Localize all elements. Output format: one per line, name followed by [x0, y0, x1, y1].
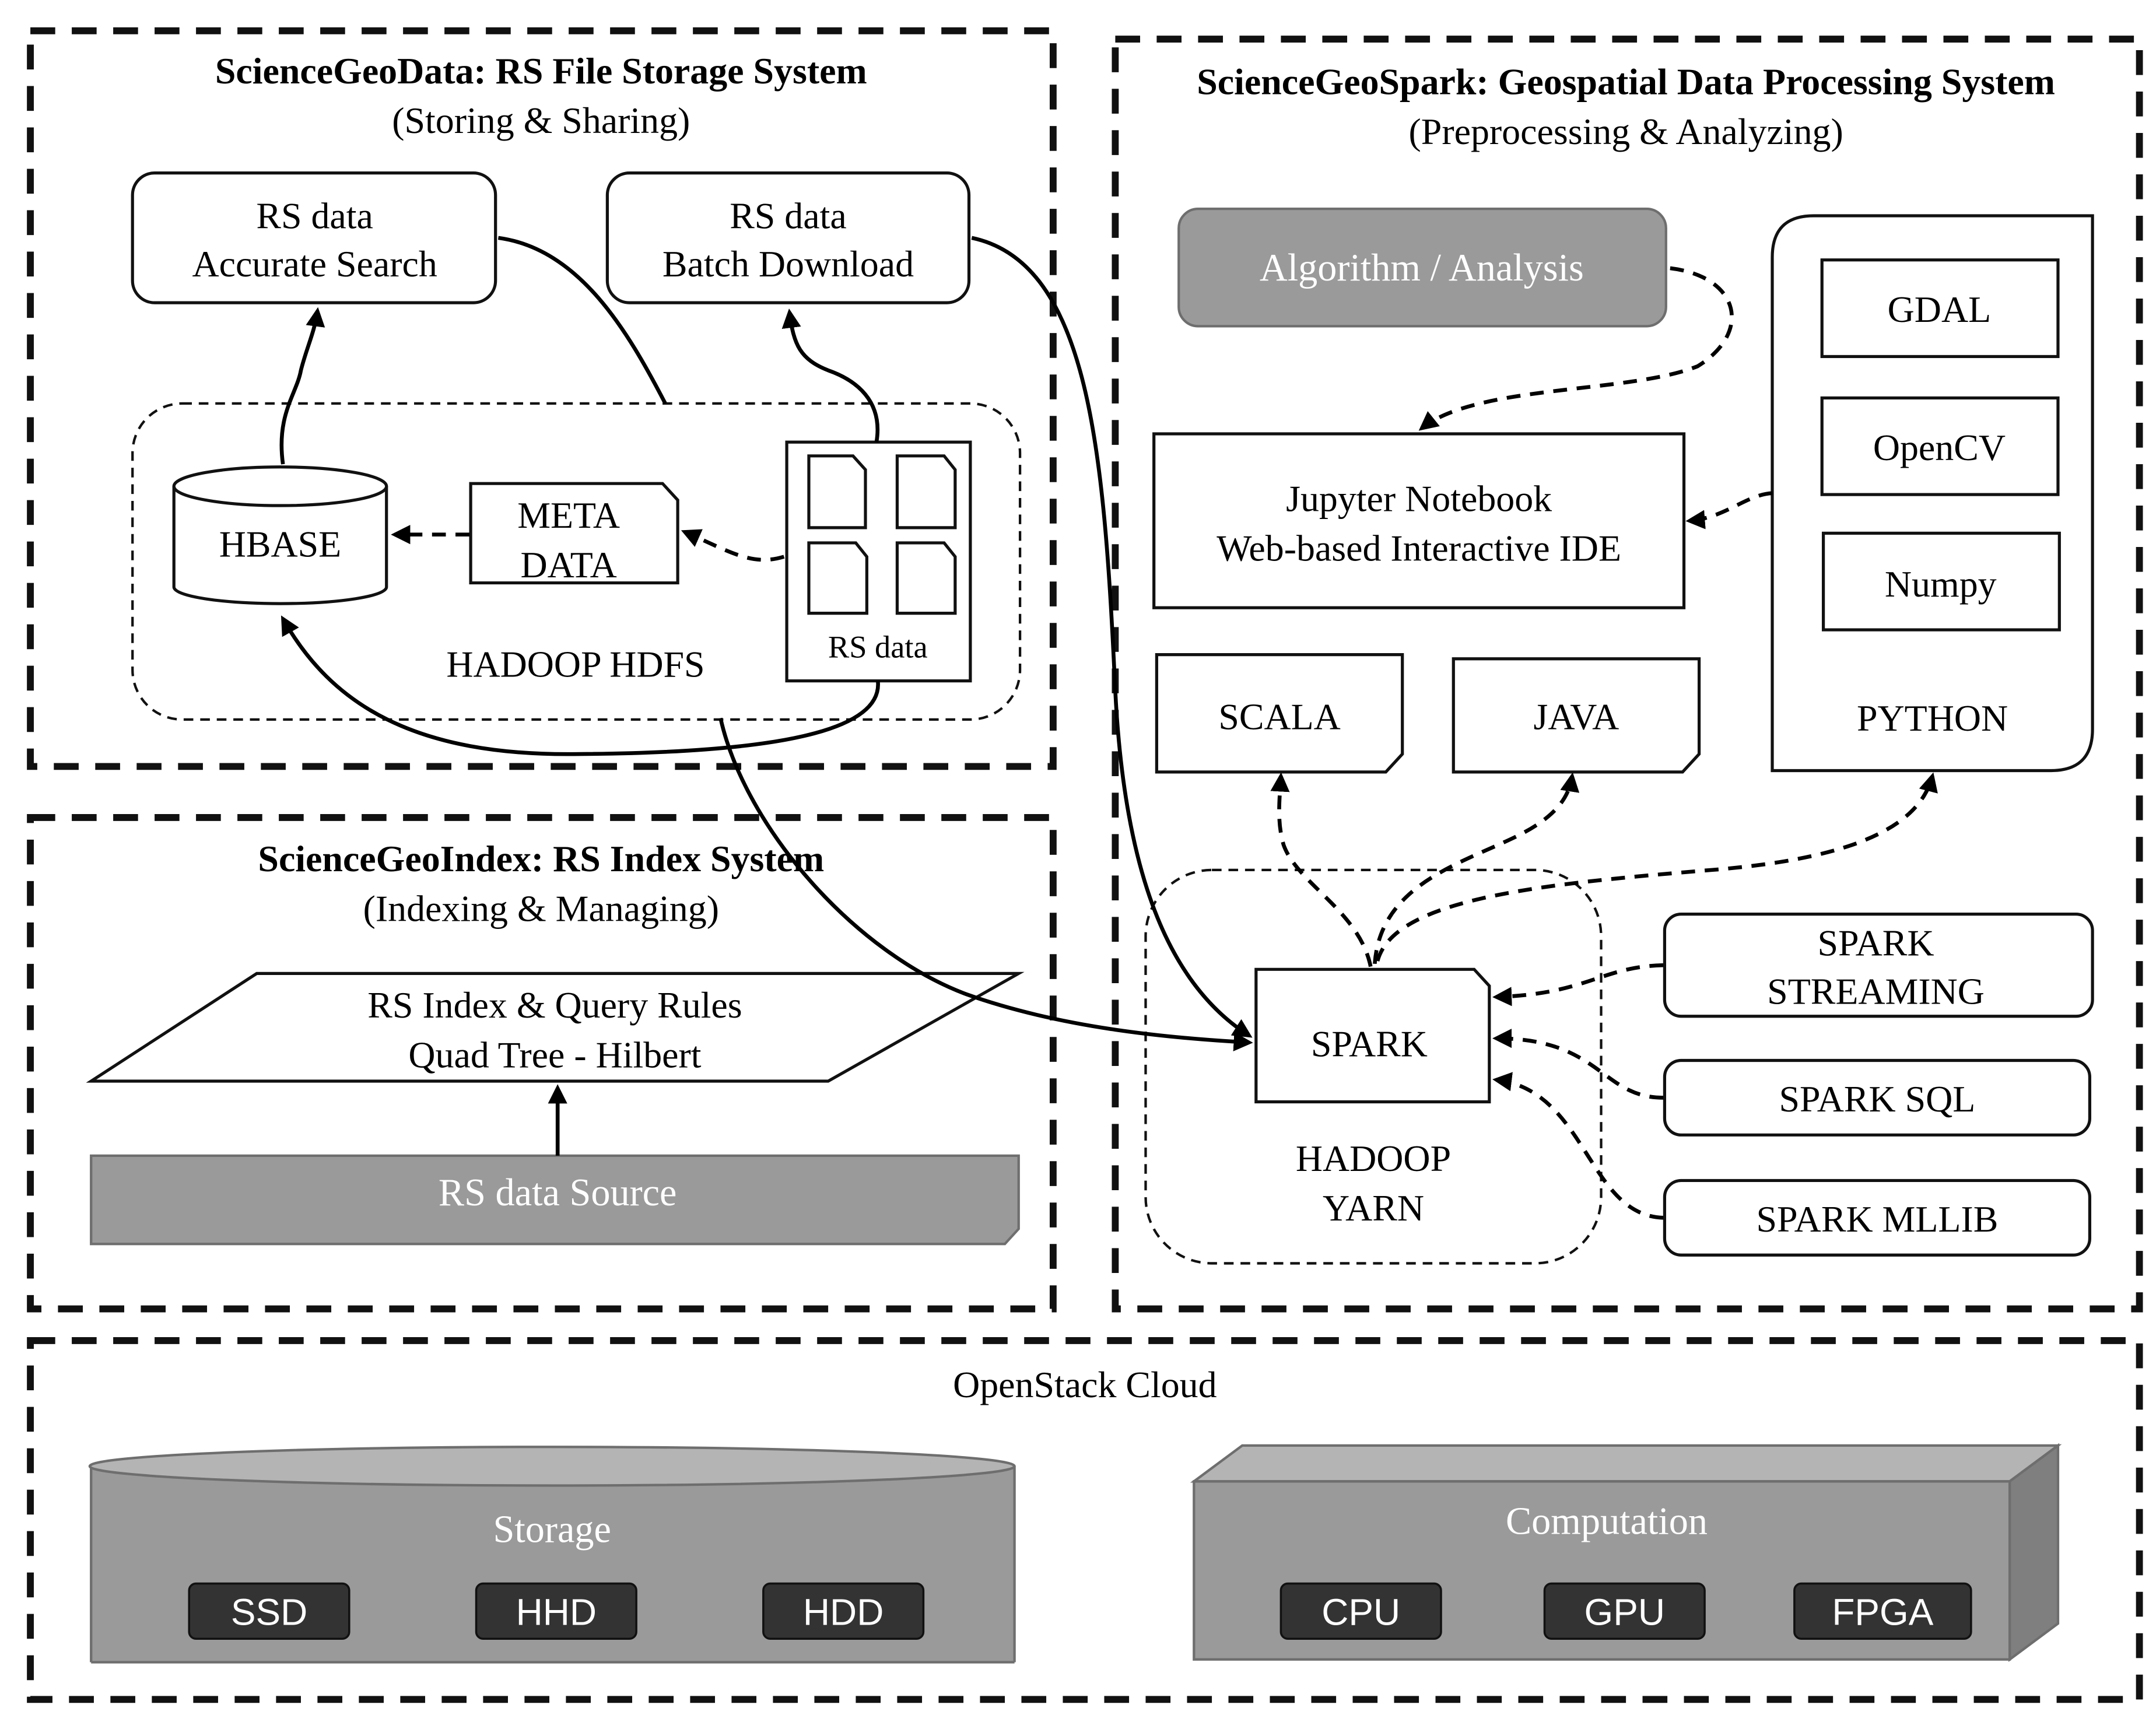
- spark-streaming-line2: STREAMING: [1767, 970, 1985, 1012]
- jupyter-line2: Web-based Interactive IDE: [1217, 528, 1621, 569]
- storage-chip-ssd-label: SSD: [231, 1591, 307, 1633]
- geoindex-panel: ScienceGeoIndex: RS Index System (Indexi…: [27, 814, 1057, 1313]
- python-label: PYTHON: [1857, 697, 2008, 739]
- hbase-cylinder: HBASE: [172, 465, 388, 605]
- geodata-frame: [27, 27, 1057, 770]
- arrow-spark-to-python: [1375, 772, 1938, 962]
- geoindex-title: ScienceGeoIndex: RS Index System: [258, 838, 824, 879]
- storage-chip-hdd-label: HDD: [803, 1591, 884, 1633]
- spark-streaming-box: SPARK STREAMING: [1663, 913, 2094, 1018]
- accurate-search-box: RS data Accurate Search: [131, 171, 497, 304]
- geoindex-frame: [27, 814, 1057, 1313]
- numpy-box: Numpy: [1821, 531, 2061, 632]
- cloud-panel: OpenStack Cloud Storage SSD HHD HDD: [27, 1337, 2143, 1703]
- arrow-python-to-jupyter: [1685, 491, 1773, 529]
- jupyter-notebook-box: Jupyter Notebook Web-based Interactive I…: [1152, 432, 1686, 609]
- computation-chip-cpu: CPU: [1279, 1582, 1442, 1640]
- storage-label: Storage: [493, 1509, 611, 1551]
- yarn-line2: YARN: [1323, 1187, 1424, 1229]
- computation-label: Computation: [1506, 1500, 1708, 1542]
- index-rules-line2: Quad Tree - Hilbert: [408, 1034, 701, 1075]
- arrow-streaming-to-spark: [1492, 963, 1664, 1006]
- arrow-rsdata-to-meta: [681, 529, 785, 562]
- file-icon: [807, 541, 868, 615]
- arrow-sql-to-spark: [1492, 1029, 1664, 1100]
- arrow-download-to-spark: [971, 236, 1253, 1038]
- arrow-spark-to-scala: [1270, 772, 1373, 967]
- geoindex-subtitle: (Indexing & Managing): [363, 888, 719, 929]
- file-icon: [807, 454, 867, 529]
- yarn-frame: [1144, 868, 1603, 1265]
- rs-data-files: RS data: [785, 440, 972, 683]
- arrow-hdfs-to-spark: [718, 717, 1253, 1051]
- index-rules-parallelogram: RS Index & Query Rules Quad Tree - Hilbe…: [86, 972, 1025, 1083]
- spark-label: SPARK: [1311, 1023, 1428, 1064]
- storage-cylinder: Storage SSD HHD HDD: [88, 1446, 1016, 1664]
- hbase-label: HBASE: [219, 524, 341, 565]
- arrow-mllib-to-spark: [1492, 1072, 1664, 1220]
- arrow-hbase-to-search: [279, 307, 325, 465]
- file-icon: [895, 541, 957, 615]
- index-rules-line1: RS Index & Query Rules: [367, 984, 742, 1026]
- algorithm-analysis-label: Algorithm / Analysis: [1260, 247, 1584, 289]
- arrow-algorithm-to-jupyter: [1418, 266, 1734, 431]
- geospark-title: ScienceGeoSpark: Geospatial Data Process…: [1197, 61, 2055, 103]
- spark-sql-box: SPARK SQL: [1663, 1058, 2091, 1137]
- spark-sql-label: SPARK SQL: [1779, 1078, 1976, 1120]
- java-label: JAVA: [1534, 696, 1619, 737]
- spark-streaming-line1: SPARK: [1817, 923, 1934, 964]
- geodata-panel: ScienceGeoData: RS File Storage System (…: [27, 27, 1057, 770]
- hdfs-label: HADOOP HDFS: [446, 644, 704, 685]
- opencv-box: OpenCV: [1820, 396, 2060, 496]
- gdal-label: GDAL: [1888, 289, 1991, 330]
- computation-chip-gpu-label: GPU: [1584, 1591, 1665, 1633]
- rs-data-source-label: RS data Source: [439, 1172, 677, 1214]
- batch-download-line1: RS data: [730, 195, 847, 236]
- storage-chip-hhd: HHD: [475, 1582, 637, 1640]
- spark-box: SPARK: [1254, 967, 1491, 1104]
- storage-chip-hdd: HDD: [762, 1582, 925, 1640]
- computation-chip-fpga-label: FPGA: [1832, 1591, 1933, 1633]
- computation-block: Computation CPU GPU FPGA: [1190, 1443, 2062, 1662]
- computation-chip-fpga: FPGA: [1793, 1582, 1972, 1640]
- computation-chip-cpu-label: CPU: [1321, 1591, 1400, 1633]
- gdal-box: GDAL: [1820, 258, 2060, 359]
- meta-data-line1: META: [517, 494, 620, 536]
- connectors: [279, 236, 1938, 1220]
- cloud-frame: [27, 1337, 2143, 1703]
- meta-data-doc: META DATA: [469, 482, 679, 585]
- file-icon: [895, 454, 957, 529]
- storage-chip-ssd: SSD: [188, 1582, 350, 1640]
- rs-data-label: RS data: [828, 629, 928, 664]
- geospark-subtitle: (Preprocessing & Analyzing): [1409, 111, 1843, 152]
- scala-box: SCALA: [1155, 653, 1404, 774]
- geodata-subtitle: (Storing & Sharing): [392, 100, 690, 141]
- jupyter-line1: Jupyter Notebook: [1286, 478, 1552, 520]
- geodata-title: ScienceGeoData: RS File Storage System: [215, 50, 867, 92]
- computation-chip-gpu: GPU: [1543, 1582, 1706, 1640]
- java-box: JAVA: [1452, 657, 1701, 774]
- accurate-search-line1: RS data: [256, 195, 373, 236]
- numpy-label: Numpy: [1885, 563, 1997, 605]
- algorithm-analysis-box: Algorithm / Analysis: [1177, 208, 1667, 328]
- arrow-rsdata-to-hbase: [281, 615, 880, 756]
- meta-data-line2: DATA: [521, 544, 617, 585]
- storage-chip-hhd-label: HHD: [516, 1591, 597, 1633]
- arrow-rsdata-to-download: [781, 308, 879, 443]
- opencv-label: OpenCV: [1873, 427, 2006, 468]
- accurate-search-line2: Accurate Search: [192, 243, 437, 285]
- batch-download-box: RS data Batch Download: [605, 171, 971, 304]
- python-box: GDAL OpenCV Numpy PYTHON: [1771, 214, 2094, 773]
- arrow-spark-to-java: [1373, 772, 1580, 965]
- spark-mllib-label: SPARK MLLIB: [1756, 1198, 1998, 1240]
- spark-mllib-box: SPARK MLLIB: [1663, 1179, 2091, 1257]
- scala-label: SCALA: [1218, 696, 1340, 737]
- cloud-title: OpenStack Cloud: [953, 1364, 1217, 1405]
- yarn-line1: HADOOP: [1296, 1138, 1451, 1179]
- geospark-panel: ScienceGeoSpark: Geospatial Data Process…: [1112, 36, 2143, 1313]
- line-search-to-hdfs: [497, 236, 667, 405]
- batch-download-line2: Batch Download: [662, 243, 914, 285]
- rs-data-source: RS data Source: [90, 1154, 1020, 1246]
